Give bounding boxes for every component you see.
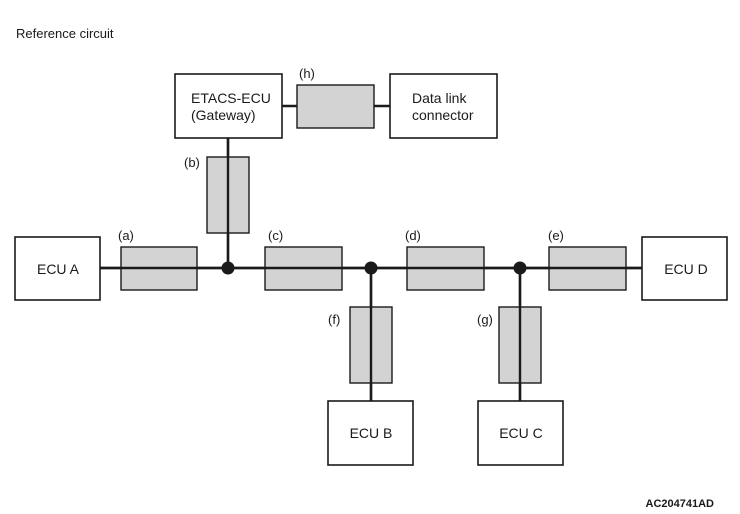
junction-node-2 (364, 261, 378, 275)
segment-label-h: (h) (299, 66, 315, 81)
segment-label-e: (e) (548, 228, 564, 243)
ecu-a-box (14, 236, 101, 301)
junction-node-1 (221, 261, 235, 275)
segment-label-c: (c) (268, 228, 283, 243)
ecu-b-box (327, 400, 414, 466)
segment-label-g: (g) (477, 312, 493, 327)
etacs-ecu-label: ETACS-ECU (191, 90, 271, 106)
figure-code: AC204741AD (646, 498, 715, 510)
ecu-d-box (641, 236, 728, 301)
ecu-c-label: ECU C (499, 425, 543, 441)
etacs-ecu-gateway-box (174, 73, 283, 139)
data-link-label: Data link (412, 90, 467, 106)
diagram-title: Reference circuit (16, 26, 114, 41)
junction-node-3 (513, 261, 527, 275)
ecu-a-label: ECU A (37, 261, 80, 277)
ecu-d-label: ECU D (664, 261, 708, 277)
segment-label-d: (d) (405, 228, 421, 243)
ecu-c-box (477, 400, 564, 466)
gateway-label: (Gateway) (191, 107, 256, 123)
connector-label: connector (412, 107, 474, 123)
segment-label-a: (a) (118, 228, 134, 243)
segment-label-b: (b) (184, 155, 200, 170)
segment-label-f: (f) (328, 312, 340, 327)
ecu-b-label: ECU B (350, 425, 393, 441)
data-link-connector-box (389, 73, 498, 139)
harness-segment-h (296, 84, 375, 129)
